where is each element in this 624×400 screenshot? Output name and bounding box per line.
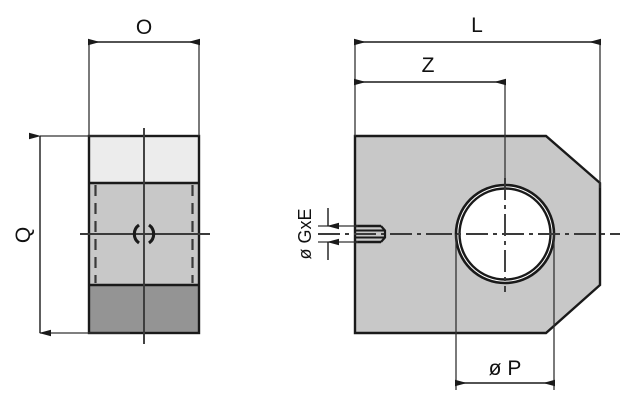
- dimension-GxE-label: ø GxE: [295, 208, 315, 259]
- thread-bottom-taper: [380, 225, 387, 243]
- dimension-Q: Q: [12, 132, 130, 337]
- right-view-group: [318, 134, 620, 390]
- dimension-P: ø P: [455, 357, 555, 387]
- threaded-blind-hole: [355, 224, 387, 244]
- dimension-P-label: ø P: [489, 357, 522, 380]
- dimension-Q-label: Q: [12, 227, 35, 243]
- dimension-O: O: [88, 16, 200, 136]
- dimension-Z: Z: [354, 54, 506, 186]
- dimension-L-label: L: [471, 14, 483, 37]
- dimension-Z-label: Z: [422, 54, 435, 77]
- left-view-group: [80, 128, 210, 344]
- dimension-O-label: O: [136, 16, 152, 39]
- small-bore-symbol: [132, 223, 156, 245]
- dimension-GxE: ø GxE: [295, 208, 358, 260]
- dimension-L: L: [354, 14, 601, 188]
